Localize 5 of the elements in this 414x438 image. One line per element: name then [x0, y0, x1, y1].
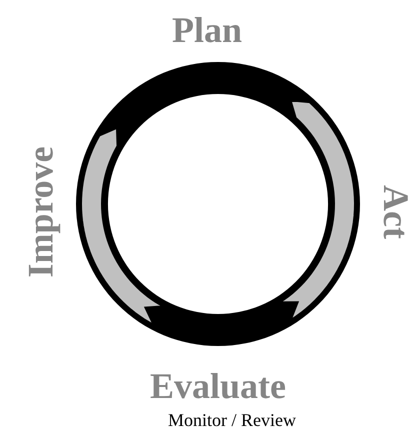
- stage-label: Improve: [22, 146, 58, 278]
- stage-subtitle: Monitor / Review: [168, 411, 296, 429]
- stage-label: Act: [378, 185, 414, 239]
- stage-label: Plan: [172, 12, 242, 48]
- stage-label: Evaluate: [150, 368, 286, 404]
